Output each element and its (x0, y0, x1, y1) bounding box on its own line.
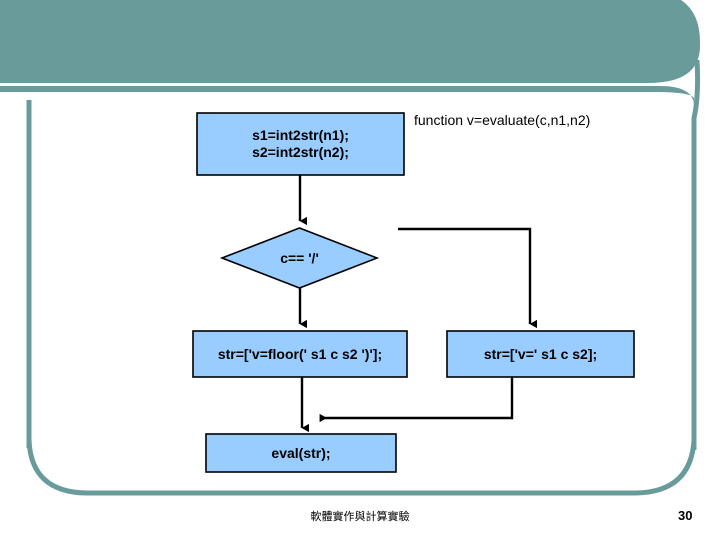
page-number: 30 (678, 508, 693, 523)
footer-note: 軟體實作與計算實驗 (310, 510, 410, 523)
node-shape-condition (219, 227, 380, 289)
node-shape-init (196, 112, 405, 176)
connector-condition-to-plain (398, 227, 537, 329)
connector-plain-to-eval (319, 377, 514, 423)
node-shape-floor (192, 330, 408, 378)
function-signature-label: function v=evaluate(c,n1,n2) (414, 112, 591, 128)
node-shape-plain (446, 330, 635, 378)
node-shape-eval (205, 433, 397, 473)
